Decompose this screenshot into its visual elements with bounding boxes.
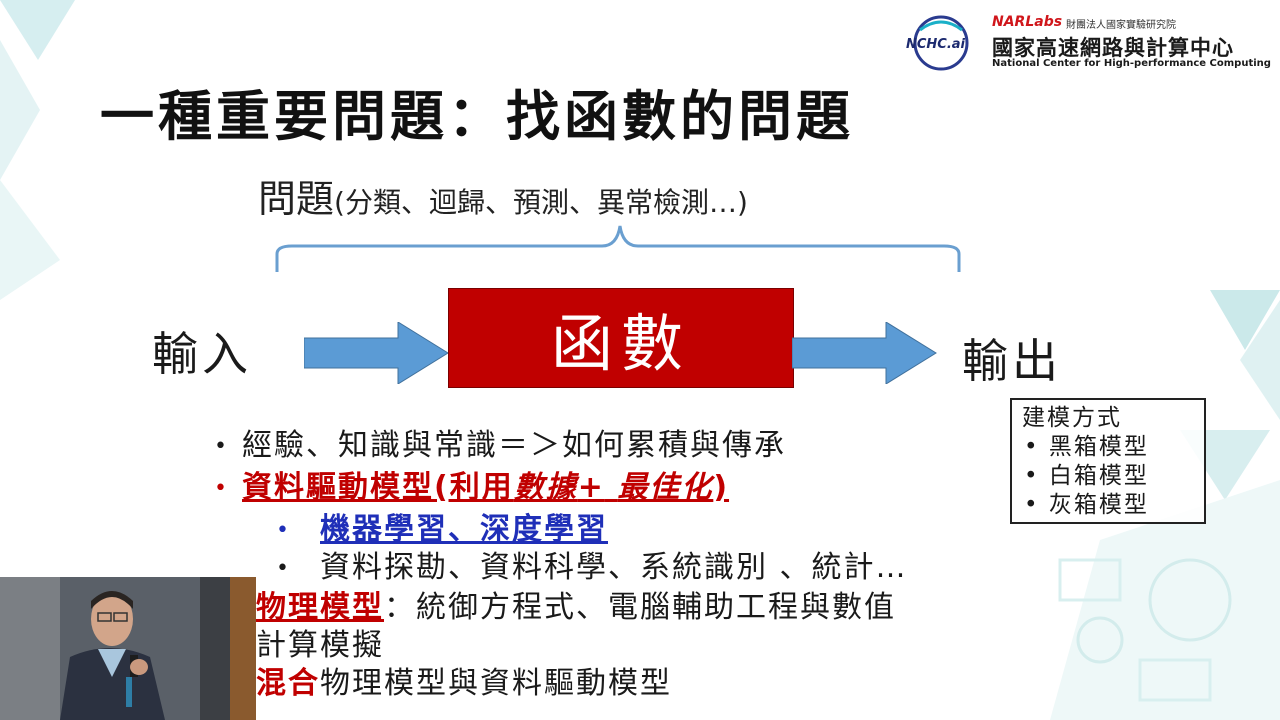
- bullet-icon: •: [276, 518, 291, 543]
- function-label: 函數: [550, 307, 691, 380]
- physics-model-text: ：統御方程式、電腦輔助工程與數值: [384, 590, 896, 625]
- org-name-en: National Center for High-performance Com…: [992, 58, 1271, 69]
- bullet-data-driven: • 資料驅動模型(利用數據+ 最佳化): [214, 462, 729, 506]
- data-driven-suffix: ): [713, 470, 730, 505]
- bullet-text: 經驗、知識與常識＝＞如何累積與傳承: [242, 428, 786, 463]
- data-driven-prefix: 資料驅動模型(利用: [242, 470, 514, 505]
- problem-line: 問題(分類、迴歸、預測、異常檢測…): [258, 168, 748, 223]
- bullet-physics: 物理模型：統御方程式、電腦輔助工程與數值: [256, 582, 896, 626]
- org-name-zh: 國家高速網路與計算中心: [992, 36, 1234, 60]
- modeling-methods-title: 建模方式: [1022, 405, 1122, 431]
- modeling-item-label: 白箱模型: [1048, 463, 1149, 489]
- bullet-data-mining: • 資料探勘、資料科學、系統識別 、統計…: [276, 542, 908, 586]
- data-driven-data: 數據: [513, 470, 578, 505]
- speaker-image: [0, 577, 256, 720]
- slide-title: 一種重要問題：找函數的問題: [100, 85, 854, 148]
- bullet-icon: •: [276, 556, 291, 581]
- problem-examples: (分類、迴歸、預測、異常檢測…): [334, 186, 748, 219]
- data-mining-text: 資料探勘、資料科學、系統識別 、統計…: [320, 550, 908, 585]
- data-driven-optimization: 最佳化: [617, 470, 714, 505]
- modeling-item-gray-box: • 灰箱模型: [1024, 492, 1149, 518]
- output-arrow-icon: [792, 322, 937, 384]
- narlabs-logo: NARLabs: [992, 14, 1063, 30]
- modeling-item-label: 灰箱模型: [1048, 492, 1149, 518]
- org-logo-area: NCHC.ai NARLabs 財團法人國家實驗研究院 國家高速網路與計算中心 …: [900, 12, 1271, 74]
- modeling-item-black-box: • 黑箱模型: [1024, 434, 1149, 460]
- speaker-video-inset: [0, 577, 256, 720]
- ncic-logo-text: NCHC.ai: [906, 37, 966, 52]
- physics-model-heading: 物理模型: [256, 590, 384, 625]
- ncic-logo-icon: [913, 15, 969, 71]
- input-label: 輸入: [152, 327, 252, 381]
- bullet-icon: •: [214, 476, 229, 501]
- modeling-item-label: 黑箱模型: [1048, 434, 1149, 460]
- function-box: 函數: [448, 288, 794, 388]
- bullet-physics-cont: 計算模擬: [256, 620, 384, 664]
- bullet-experience: • 經驗、知識與常識＝＞如何累積與傳承: [214, 420, 786, 464]
- data-driven-heading: 資料驅動模型(利用數據+ 最佳化): [242, 470, 729, 505]
- modeling-methods-box: 建模方式 • 黑箱模型 • 白箱模型 • 灰箱模型: [1010, 398, 1206, 524]
- bullet-ml: • 機器學習、深度學習: [276, 504, 608, 548]
- ml-dl-text: 機器學習、深度學習: [320, 512, 608, 547]
- data-driven-plus: +: [577, 470, 605, 505]
- input-arrow-icon: [304, 322, 449, 384]
- modeling-item-white-box: • 白箱模型: [1024, 463, 1149, 489]
- problem-label: 問題: [258, 177, 335, 221]
- hybrid-heading: 混合: [256, 666, 320, 701]
- hybrid-text: 物理模型與資料驅動模型: [320, 666, 672, 701]
- narlabs-subtitle: 財團法人國家實驗研究院: [1066, 20, 1176, 31]
- physics-model-text-cont: 計算模擬: [256, 628, 384, 663]
- output-label: 輸出: [962, 334, 1062, 388]
- bullet-icon: •: [214, 434, 229, 459]
- curly-brace-icon: [275, 225, 961, 272]
- bullet-hybrid: 混合物理模型與資料驅動模型: [256, 658, 672, 702]
